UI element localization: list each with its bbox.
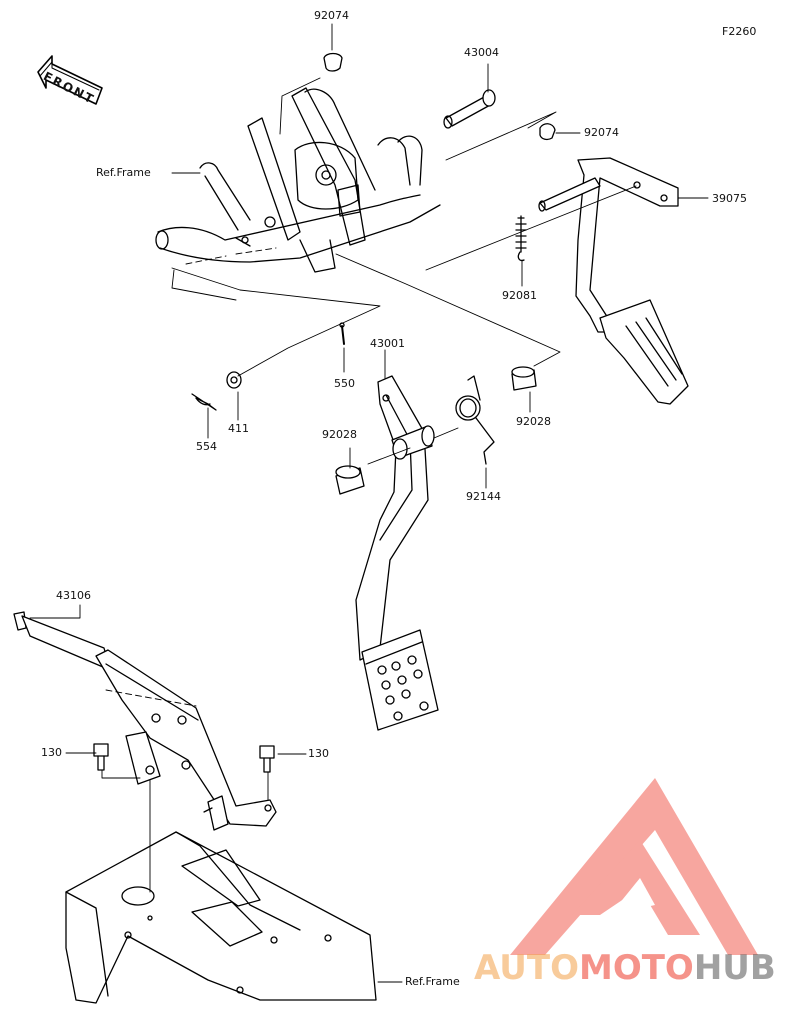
accelerator-pedal-39075 xyxy=(538,157,689,405)
part-label-43001: 43001 xyxy=(370,337,405,350)
watermark-text: AUTOMOTOHUB xyxy=(474,948,776,988)
nut-92074-top-icon xyxy=(323,52,343,72)
pin-550-icon xyxy=(339,322,345,345)
bolt-130-right-icon xyxy=(259,745,275,773)
nut-92074-right-icon xyxy=(539,123,556,141)
part-label-92028-left: 92028 xyxy=(322,428,357,441)
washer-411-icon xyxy=(226,371,242,389)
watermark-logo-icon xyxy=(510,778,758,955)
part-label-554: 554 xyxy=(196,440,217,453)
part-label-92144: 92144 xyxy=(466,490,501,503)
part-label-411: 411 xyxy=(228,422,249,435)
part-label-43106: 43106 xyxy=(56,589,91,602)
part-label-39075: 39075 xyxy=(712,192,747,205)
parking-brake-lever-43106 xyxy=(13,611,277,831)
leader-lines xyxy=(29,23,709,983)
bushing-92028-left-icon xyxy=(335,465,365,495)
bushing-92028-right-icon xyxy=(511,366,537,391)
bolt-130-left-icon xyxy=(93,743,109,771)
spring-92081-icon xyxy=(515,215,527,262)
clip-554-icon xyxy=(191,393,217,411)
alignment-lines xyxy=(101,77,637,893)
part-label-130-left: 130 xyxy=(41,746,62,759)
part-label-92074-top: 92074 xyxy=(314,9,349,22)
part-label-130-right: 130 xyxy=(308,747,329,760)
watermark-part-moto: MOTO xyxy=(578,948,694,988)
watermark-part-hub: HUB xyxy=(693,948,776,988)
part-label-92074-right: 92074 xyxy=(584,126,619,139)
part-label-92081: 92081 xyxy=(502,289,537,302)
spring-92144-icon xyxy=(455,375,495,465)
part-label-550: 550 xyxy=(334,377,355,390)
ref-frame-top-bracket xyxy=(155,87,441,273)
part-label-92028-right: 92028 xyxy=(516,415,551,428)
ref-frame-bottom-floor xyxy=(65,831,377,1004)
shaft-43004-icon xyxy=(443,89,496,129)
part-label-ref-frame-bottom: Ref.Frame xyxy=(405,975,460,988)
brake-pedal-43001 xyxy=(355,375,439,731)
watermark-part-auto: AUTO xyxy=(474,948,579,988)
part-label-ref-frame-top: Ref.Frame xyxy=(96,166,151,179)
figure-code: F2260 xyxy=(722,25,757,38)
front-arrow-icon xyxy=(37,55,103,105)
part-label-43004: 43004 xyxy=(464,46,499,59)
